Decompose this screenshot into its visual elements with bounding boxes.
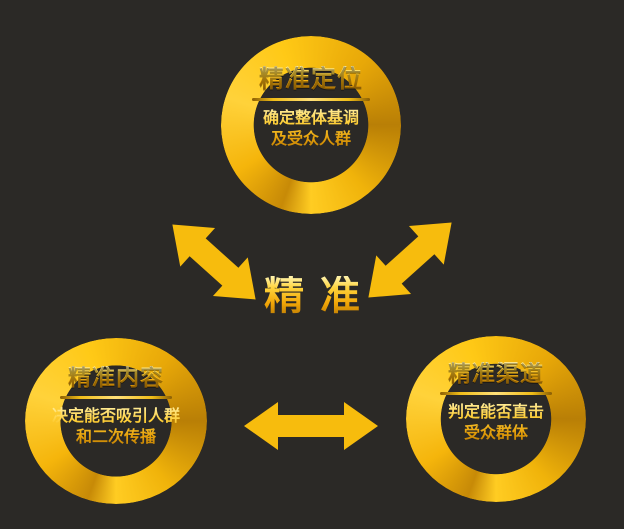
node-subtitle-top-line-1: 确定整体基调 — [262, 108, 359, 128]
connector-arrow-left-diagonal — [172, 224, 256, 300]
node-title-bottom-right: 精准渠道 — [406, 362, 586, 386]
node-subtitle-bottom-right-line-2: 受众群体 — [463, 422, 528, 442]
node-content-top: 精准定位 确定整体基调 及受众人群 — [221, 36, 401, 149]
node-subtitle-bottom-left-line-1: 决定能否吸引人群 — [51, 406, 180, 426]
node-content-bottom-right: 精准渠道 判定能否直击 受众群体 — [406, 336, 586, 443]
diagram-node-top[interactable]: 精准定位 确定整体基调 及受众人群 — [221, 36, 401, 214]
diagram-node-bottom-right[interactable]: 精准渠道 判定能否直击 受众群体 — [406, 336, 586, 502]
node-subtitle-bottom-left-line-2: 和二次传播 — [75, 426, 156, 446]
node-subtitle-top-line-2: 及受众人群 — [270, 128, 351, 148]
node-subtitle-bottom-right: 判定能否直击 受众群体 — [406, 402, 586, 443]
node-divider-bottom-right — [440, 392, 552, 396]
node-subtitle-top: 确定整体基调 及受众人群 — [221, 108, 401, 149]
diagram-center-label: 精准 — [0, 276, 624, 316]
node-title-top: 精准定位 — [221, 65, 401, 92]
node-subtitle-bottom-right-line-1: 判定能否直击 — [447, 402, 544, 422]
node-divider-top — [252, 98, 370, 102]
connector-arrow-right-diagonal — [368, 222, 452, 298]
node-divider-bottom-left — [60, 396, 172, 400]
node-subtitle-bottom-left: 决定能否吸引人群 和二次传播 — [25, 406, 207, 447]
diagram-node-bottom-left[interactable]: 精准内容 决定能否吸引人群 和二次传播 — [25, 338, 207, 504]
node-title-bottom-left: 精准内容 — [25, 366, 207, 390]
node-content-bottom-left: 精准内容 决定能否吸引人群 和二次传播 — [25, 338, 207, 447]
connector-arrow-bottom-horizontal — [244, 402, 378, 450]
